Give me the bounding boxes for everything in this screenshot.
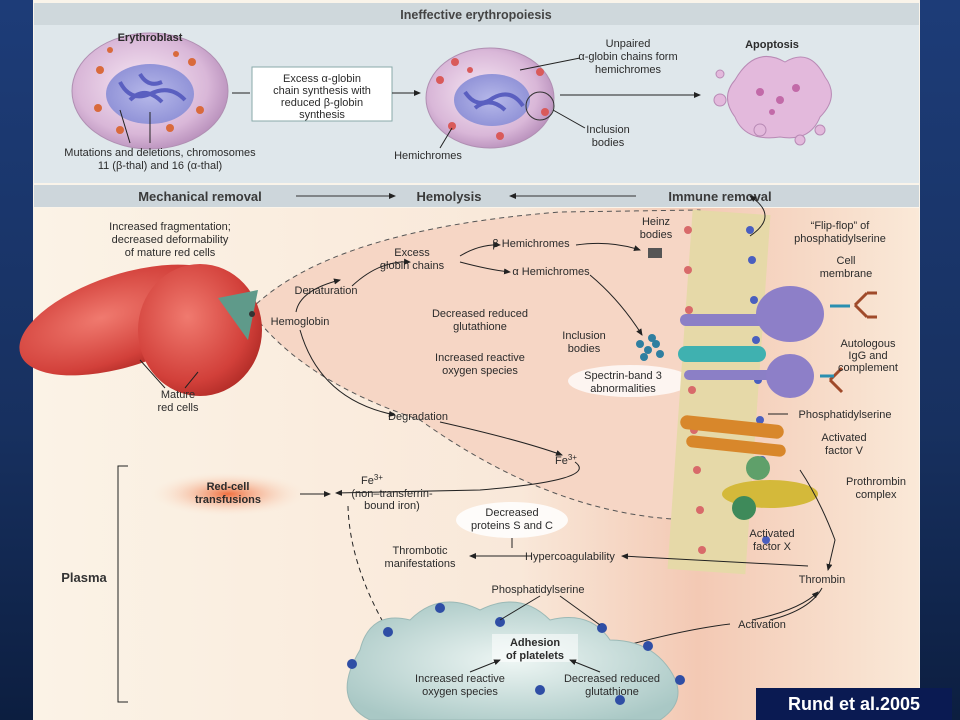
activated-v-label-2: factor V bbox=[825, 445, 864, 457]
flip-flop-label-2: phosphatidylserine bbox=[794, 233, 886, 245]
hypercoag-label: Hypercoagulability bbox=[525, 551, 615, 563]
activation-label: Activation bbox=[738, 619, 786, 631]
activated-x-label-2: factor X bbox=[753, 541, 792, 553]
cell-membrane-label-2: membrane bbox=[820, 268, 873, 280]
excess-globin-label-1: Excess bbox=[394, 247, 430, 259]
pathway-arrows bbox=[295, 241, 836, 571]
excess-box-line-1: Excess α-globin bbox=[283, 73, 361, 85]
antibody-icons bbox=[820, 291, 877, 394]
hemoglobin-label: Hemoglobin bbox=[271, 316, 330, 328]
adhesion-label-2: of platelets bbox=[506, 650, 564, 662]
transfusions-label-2: transfusions bbox=[195, 494, 261, 506]
plasma-phosphatidylserine-label: Phosphatidylserine bbox=[492, 584, 585, 596]
autologous-label-2: IgG and bbox=[848, 350, 887, 362]
band-immune: Immune removal bbox=[668, 189, 771, 204]
fe3-plasma-label-1: Fe3+ bbox=[361, 473, 383, 487]
phosphatidylserine-label: Phosphatidylserine bbox=[799, 409, 892, 421]
excess-box-line-4: synthesis bbox=[299, 109, 345, 121]
plasma-section: Plasma Red-cell transfusions Fe3+ (non–t… bbox=[61, 465, 845, 703]
plasma-ros-label-2: oxygen species bbox=[422, 686, 498, 698]
excess-box-line-2: chain synthesis with bbox=[273, 85, 371, 97]
plasma-ros-label-1: Increased reactive bbox=[415, 673, 505, 685]
adhesion-label-1: Adhesion bbox=[510, 637, 560, 649]
activated-v-label-1: Activated bbox=[821, 432, 866, 444]
excess-box-line-3: reduced β-globin bbox=[281, 97, 363, 109]
inclusion-bodies-cluster bbox=[636, 334, 664, 361]
beta-hemichromes-label: β Hemichromes bbox=[492, 238, 570, 250]
plasma-label: Plasma bbox=[61, 570, 107, 585]
mature-red-cells bbox=[19, 264, 262, 396]
denaturation-label: Denaturation bbox=[295, 285, 358, 297]
thrombotic-label-1: Thrombotic bbox=[392, 545, 448, 557]
alpha-hemichromes-label: α Hemichromes bbox=[512, 266, 590, 278]
erythroblast-cell bbox=[71, 32, 229, 150]
glutathione-label-2: glutathione bbox=[453, 321, 507, 333]
ros-label-2: oxygen species bbox=[442, 365, 518, 377]
transfusion-glow bbox=[150, 472, 306, 516]
plasma-glutathione-label-2: glutathione bbox=[585, 686, 639, 698]
mutations-label-2: 11 (β-thal) and 16 (α-thal) bbox=[98, 160, 222, 172]
erythroblast-label: Erythroblast bbox=[118, 32, 183, 44]
apoptotic-cell bbox=[713, 55, 832, 146]
unpaired-label-2: α-globin chains form bbox=[578, 51, 677, 63]
mature-cells-label-1: Mature bbox=[161, 389, 195, 401]
activated-x-label-1: Activated bbox=[749, 528, 794, 540]
prothrombin-label-2: complex bbox=[856, 489, 897, 501]
fe3-plasma-label-3: bound iron) bbox=[364, 500, 420, 512]
panel-title: Ineffective erythropoiesis bbox=[400, 8, 551, 22]
cell-boundary-dashed bbox=[249, 209, 701, 521]
inclusion-bodies-label-2: bodies bbox=[568, 343, 601, 355]
fragmentation-label-2: decreased deformability bbox=[112, 234, 229, 246]
ros-label-1: Increased reactive bbox=[435, 352, 525, 364]
band-mechanical: Mechanical removal bbox=[138, 189, 262, 204]
spectrin-glow bbox=[568, 365, 692, 397]
glutathione-label-1: Decreased reduced bbox=[432, 308, 528, 320]
thrombin-label: Thrombin bbox=[799, 574, 845, 586]
apoptosis-label: Apoptosis bbox=[745, 39, 799, 51]
unpaired-label-1: Unpaired bbox=[606, 38, 651, 50]
transfusions-label-1: Red-cell bbox=[207, 481, 250, 493]
hemichrome-cell bbox=[425, 47, 555, 149]
inclusion-label-2: bodies bbox=[592, 137, 625, 149]
autologous-label-3: complement bbox=[838, 362, 898, 374]
inclusion-label-1: Inclusion bbox=[586, 124, 629, 136]
citation-badge: Rund et al.2005 bbox=[756, 688, 952, 720]
prothrombin-label-1: Prothrombin bbox=[846, 476, 906, 488]
spectrin-label-2: abnormalities bbox=[590, 383, 656, 395]
autologous-label-1: Autologous bbox=[840, 338, 896, 350]
inclusion-bodies-label-1: Inclusion bbox=[562, 330, 605, 342]
heinz-body-icon bbox=[648, 248, 662, 258]
hemichromes-label: Hemichromes bbox=[394, 150, 462, 162]
fragmentation-label-3: of mature red cells bbox=[125, 247, 216, 259]
flip-flop-label-1: “Flip-flop” of bbox=[811, 220, 871, 232]
heinz-label-2: bodies bbox=[640, 229, 673, 241]
fe3-label: Fe3+ bbox=[555, 453, 577, 467]
removal-band: Mechanical removal Hemolysis Immune remo… bbox=[34, 185, 919, 207]
mature-cells-label-2: red cells bbox=[158, 402, 199, 414]
decreased-proteins-label-1: Decreased bbox=[485, 507, 538, 519]
excess-globin-box bbox=[251, 66, 393, 122]
spectrin-label-1: Spectrin-band 3 bbox=[584, 370, 662, 382]
heinz-label-1: Heinz bbox=[642, 216, 670, 228]
fe3-plasma-label-2: (non–transferrin- bbox=[351, 488, 433, 500]
plasma-glutathione-label-1: Decreased reduced bbox=[564, 673, 660, 685]
membrane-proteins bbox=[678, 286, 824, 520]
ineffective-erythropoiesis-panel: Ineffective erythropoiesis Erythroblast … bbox=[34, 3, 919, 183]
decreased-proteins-label-2: proteins S and C bbox=[471, 520, 553, 532]
thrombotic-label-2: manifestations bbox=[385, 558, 456, 570]
excess-globin-label-2: globin chains bbox=[380, 260, 445, 272]
cell-membrane-label-1: Cell bbox=[837, 255, 856, 267]
degradation-label: Degradation bbox=[388, 411, 448, 423]
fragmentation-label-1: Increased fragmentation; bbox=[109, 221, 231, 233]
band-hemolysis: Hemolysis bbox=[416, 189, 481, 204]
unpaired-label-3: hemichromes bbox=[595, 64, 662, 76]
mutations-label-1: Mutations and deletions, chromosomes bbox=[64, 147, 256, 159]
